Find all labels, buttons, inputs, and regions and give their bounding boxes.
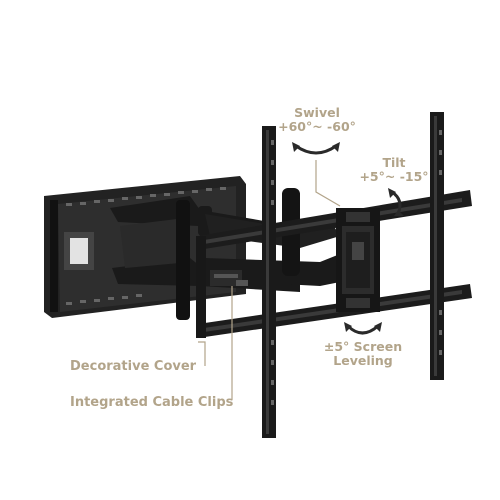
- tilt-arrow-icon: [388, 188, 404, 216]
- tilt-label: Tilt +5°~ -15°: [352, 155, 436, 185]
- vertical-uprights: [262, 112, 444, 438]
- leveling-arrow-icon: [344, 322, 382, 335]
- swivel-range: +60°~ -60°: [278, 119, 356, 135]
- swivel-label: Swivel +60°~ -60°: [276, 105, 358, 135]
- cable-clip: [236, 280, 248, 286]
- swivel-arrow-icon: [292, 142, 340, 155]
- leveling-line1: ±5° Screen: [323, 339, 403, 354]
- decorative-cover-label: Decorative Cover: [70, 359, 197, 374]
- center-mount-plate: [336, 208, 380, 312]
- callout-lines: [198, 160, 341, 400]
- tilt-range: +5°~ -15°: [359, 169, 429, 185]
- leveling-line2: Leveling: [333, 353, 393, 369]
- leveling-label: ±5° Screen Leveling: [318, 339, 408, 369]
- tilt-title: Tilt: [382, 155, 406, 170]
- decorative-cover: [210, 270, 242, 286]
- cable-clips-label: Integrated Cable Clips: [70, 395, 234, 410]
- swivel-title: Swivel: [294, 105, 340, 120]
